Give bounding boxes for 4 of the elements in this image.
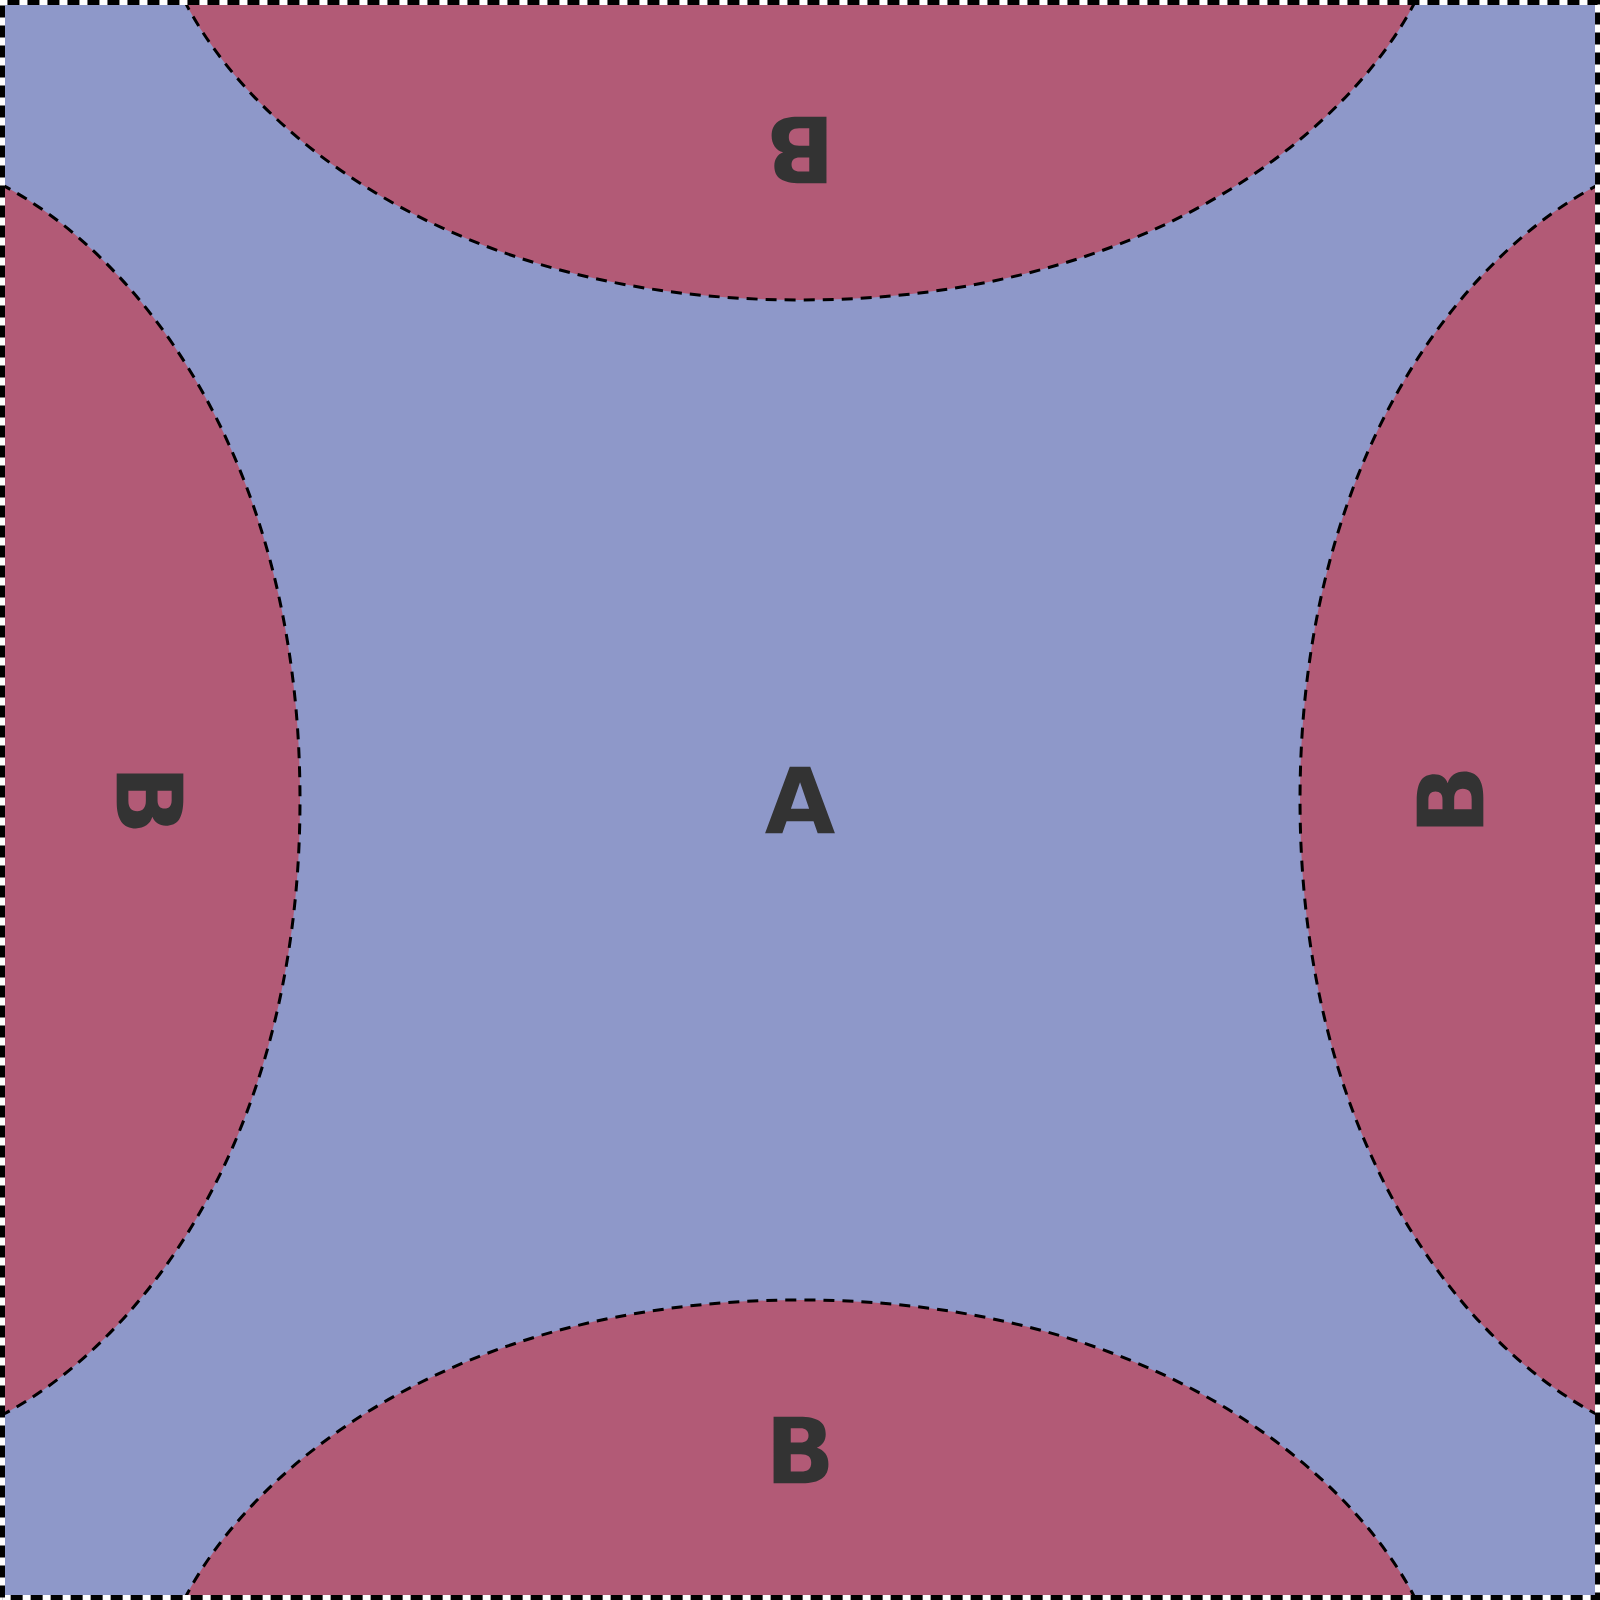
curved-region: B (182, 1298, 1418, 1595)
curved-region: B (5, 182, 302, 1418)
curved-region: B (182, 4, 1418, 302)
curved-region: B (1298, 182, 1596, 1418)
